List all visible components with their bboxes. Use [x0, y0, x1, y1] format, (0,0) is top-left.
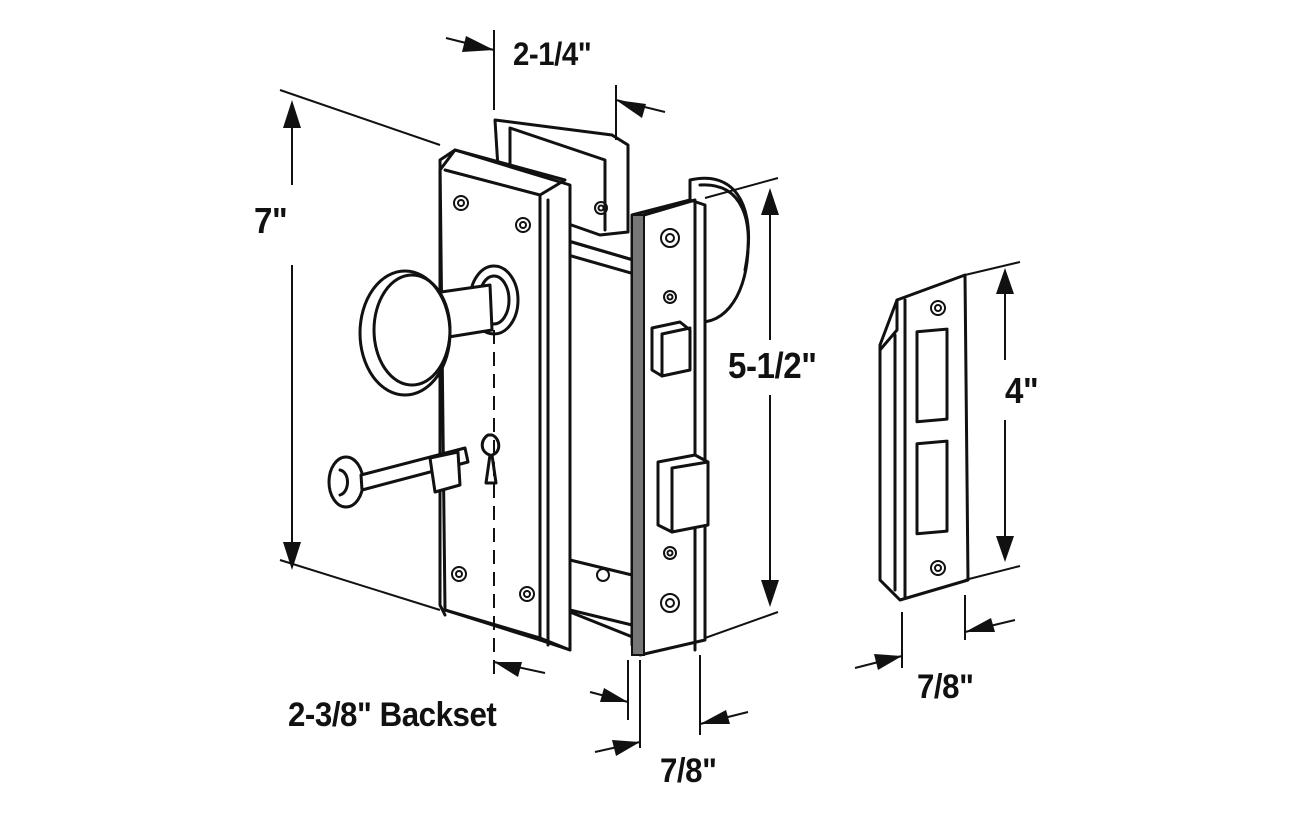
dimension-label-depth: 2-1/4" [513, 36, 592, 72]
keyhole-icon [480, 433, 501, 485]
dimension-label-lock-width: 7/8" [660, 752, 717, 790]
lock-faceplate [630, 176, 751, 657]
latch-bolt [650, 320, 692, 378]
dimension-label-strike-width: 7/8" [917, 668, 974, 706]
knob [358, 269, 494, 397]
skeleton-key [327, 446, 470, 509]
dimension-lines [279, 30, 1021, 756]
strike-plate [878, 273, 970, 602]
dimension-label-backset: 2-3/8" Backset [288, 696, 497, 734]
dimension-label-faceplate-height: 7" [254, 200, 288, 241]
dead-bolt [656, 453, 710, 534]
dimension-label-strike-height: 4" [1005, 370, 1039, 411]
escutcheon-plate [438, 148, 572, 652]
dimension-label-lock-faceplate-height: 5-1/2" [728, 345, 817, 386]
mortise-body [563, 238, 642, 642]
